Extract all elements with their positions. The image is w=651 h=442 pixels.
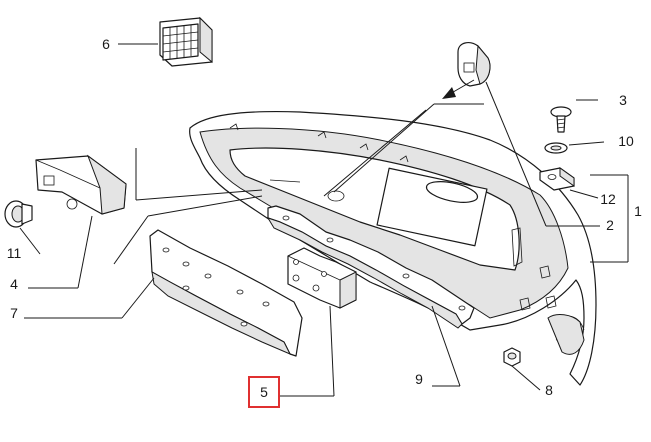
part-8-nut (503, 347, 521, 367)
part-6-vent-grille (159, 16, 213, 67)
part-5-mounting-block (287, 247, 357, 309)
callout-9: 9 (415, 371, 423, 387)
callout-6: 6 (102, 36, 110, 52)
highlight-box (248, 376, 280, 408)
leader-lines (19, 43, 629, 397)
callout-11: 11 (7, 245, 22, 261)
part-1-bumper-cover (189, 111, 597, 386)
callout-10: 10 (618, 133, 634, 149)
callout-3: 3 (619, 92, 627, 108)
arrow-cap-direction (442, 79, 475, 99)
callout-labels: 6 3 10 12 1 2 11 4 7 9 8 5 (7, 36, 642, 408)
callout-2: 2 (606, 217, 614, 233)
part-10-washer (544, 142, 568, 154)
part-12-clip-nut (539, 167, 575, 191)
part-11-clip (4, 200, 33, 228)
callout-4: 4 (10, 276, 18, 292)
callout-7: 7 (10, 305, 18, 321)
callout-12: 12 (600, 191, 616, 207)
callout-1: 1 (634, 203, 642, 219)
part-2-cap (457, 42, 491, 87)
callout-5: 5 (260, 384, 268, 400)
part-4-side-bracket (35, 154, 127, 215)
part-3-screw (550, 106, 572, 133)
callout-8: 8 (545, 382, 553, 398)
part-7-bracket-plate (149, 229, 303, 357)
part-9-reinforcement-beam (266, 205, 475, 329)
